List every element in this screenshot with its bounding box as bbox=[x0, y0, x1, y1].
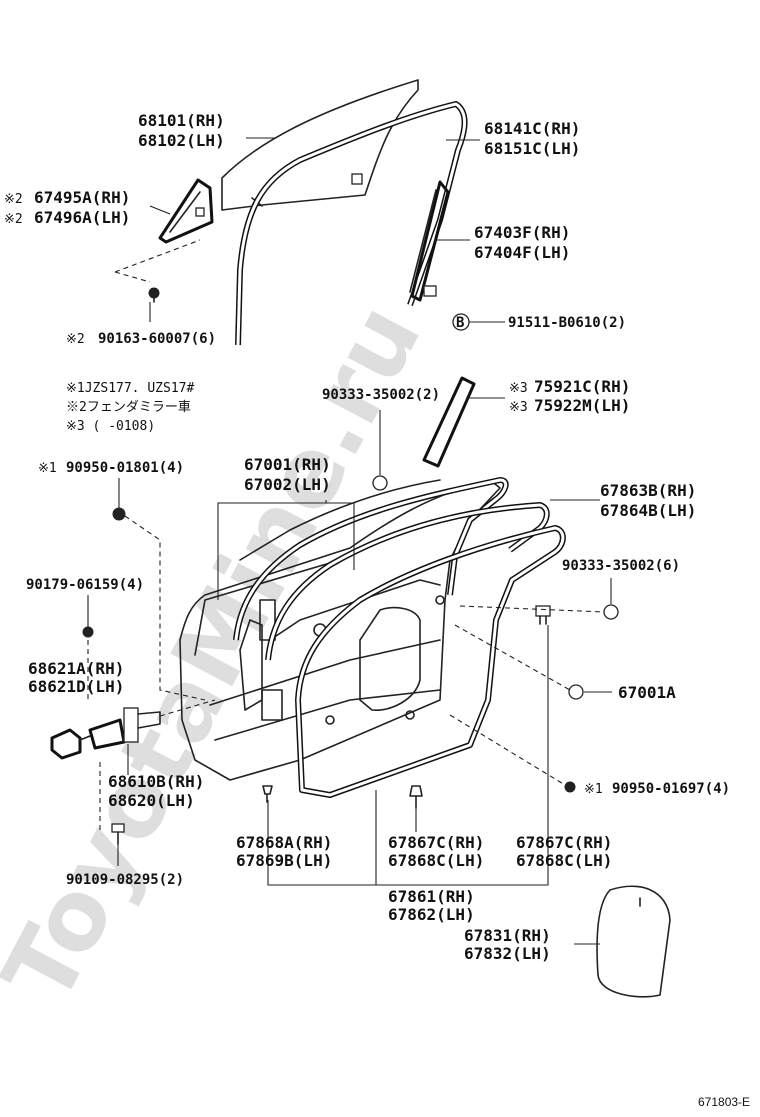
label-67868c-2: 67868C(LH) bbox=[516, 851, 612, 870]
note-1: ※1JZS177. UZS17# bbox=[66, 381, 194, 396]
division-bar bbox=[409, 180, 450, 302]
plug-90333-a bbox=[372, 475, 388, 491]
label-67864b: 67864B(LH) bbox=[600, 501, 696, 520]
label-67869b: 67869B(LH) bbox=[236, 851, 332, 870]
label-68102: 68102(LH) bbox=[138, 131, 225, 150]
door-glass bbox=[221, 79, 419, 211]
label-90950-a: 90950-01801(4) bbox=[66, 460, 184, 476]
door-hinge-upper bbox=[50, 728, 91, 760]
door-check bbox=[88, 707, 161, 750]
label-68610b: 68610B(RH) bbox=[108, 772, 204, 791]
mark-67495a: ※2 bbox=[4, 192, 23, 207]
door-weatherstrip-upper bbox=[233, 477, 509, 641]
mark-75922m: ※3 bbox=[509, 400, 528, 415]
label-75921c: 75921C(RH) bbox=[534, 377, 630, 396]
label-68141c: 68141C(RH) bbox=[484, 119, 580, 138]
label-67403f: 67403F(RH) bbox=[474, 223, 570, 242]
label-90950-b: 90950-01697(4) bbox=[612, 781, 730, 797]
mark-75921c: ※3 bbox=[509, 381, 528, 396]
label-67002: 67002(LH) bbox=[244, 475, 331, 494]
label-68101: 68101(RH) bbox=[138, 111, 225, 130]
nut-90179 bbox=[82, 626, 94, 638]
door-weatherstrip-mid bbox=[265, 502, 550, 661]
label-90179: 90179-06159(4) bbox=[26, 577, 144, 593]
leader-67495a bbox=[114, 239, 201, 273]
plug-90333-b bbox=[603, 604, 619, 620]
label-90109: 90109-08295(2) bbox=[66, 872, 184, 888]
plug-67001a bbox=[568, 684, 584, 700]
quarter-window-trim bbox=[158, 178, 214, 244]
label-67868a: 67868A(RH) bbox=[236, 833, 332, 852]
mark-b: B bbox=[456, 315, 464, 331]
label-90333-a: 90333-35002(2) bbox=[322, 387, 440, 403]
screw-90950-a bbox=[112, 507, 126, 521]
label-91511: 91511-B0610(2) bbox=[508, 315, 626, 331]
mark-90950-a: ※1 bbox=[38, 461, 57, 476]
bolt-90109 bbox=[111, 823, 125, 845]
label-68621d: 68621D(LH) bbox=[28, 677, 124, 696]
door-panel bbox=[179, 479, 501, 781]
label-68621a: 68621A(RH) bbox=[28, 659, 124, 678]
mark-90163: ※2 bbox=[66, 332, 85, 347]
note-3: ※3 ( -0108) bbox=[66, 419, 155, 434]
mark-90950-b: ※1 bbox=[584, 782, 603, 797]
label-68151c: 68151C(LH) bbox=[484, 139, 580, 158]
label-67867c-1: 67867C(RH) bbox=[388, 833, 484, 852]
pillar-garnish bbox=[422, 376, 476, 468]
label-67495a: 67495A(RH) bbox=[34, 188, 130, 207]
label-68620: 68620(LH) bbox=[108, 791, 195, 810]
label-67867c-2: 67867C(RH) bbox=[516, 833, 612, 852]
glass-run-frame bbox=[235, 101, 468, 346]
label-67001: 67001(RH) bbox=[244, 455, 331, 474]
label-67862: 67862(LH) bbox=[388, 905, 475, 924]
door-opening-weatherstrip bbox=[295, 525, 566, 798]
label-90333-b: 90333-35002(6) bbox=[562, 558, 680, 574]
label-67861: 67861(RH) bbox=[388, 887, 475, 906]
label-67868c-1: 67868C(LH) bbox=[388, 851, 484, 870]
bracket-67861 bbox=[267, 625, 549, 886]
label-67863b: 67863B(RH) bbox=[600, 481, 696, 500]
clip-67863b bbox=[535, 605, 551, 625]
label-67001a: 67001A bbox=[618, 683, 676, 702]
clip-67868a bbox=[262, 785, 273, 803]
mark-67496a: ※2 bbox=[4, 212, 23, 227]
label-90163: 90163-60007(6) bbox=[98, 331, 216, 347]
diagram-code: 671803-E bbox=[698, 1095, 750, 1109]
label-67496a: 67496A(LH) bbox=[34, 208, 130, 227]
label-75922m: 75922M(LH) bbox=[534, 396, 630, 415]
label-67404f: 67404F(LH) bbox=[474, 243, 570, 262]
label-67832: 67832(LH) bbox=[464, 944, 551, 963]
service-hole-cover bbox=[596, 885, 671, 998]
label-67831: 67831(RH) bbox=[464, 926, 551, 945]
bracket-67001 bbox=[217, 500, 327, 600]
note-2: ※2フェンダミラー車 bbox=[66, 400, 191, 415]
screw-90950-b bbox=[564, 781, 576, 793]
clip-67867c bbox=[409, 785, 423, 809]
